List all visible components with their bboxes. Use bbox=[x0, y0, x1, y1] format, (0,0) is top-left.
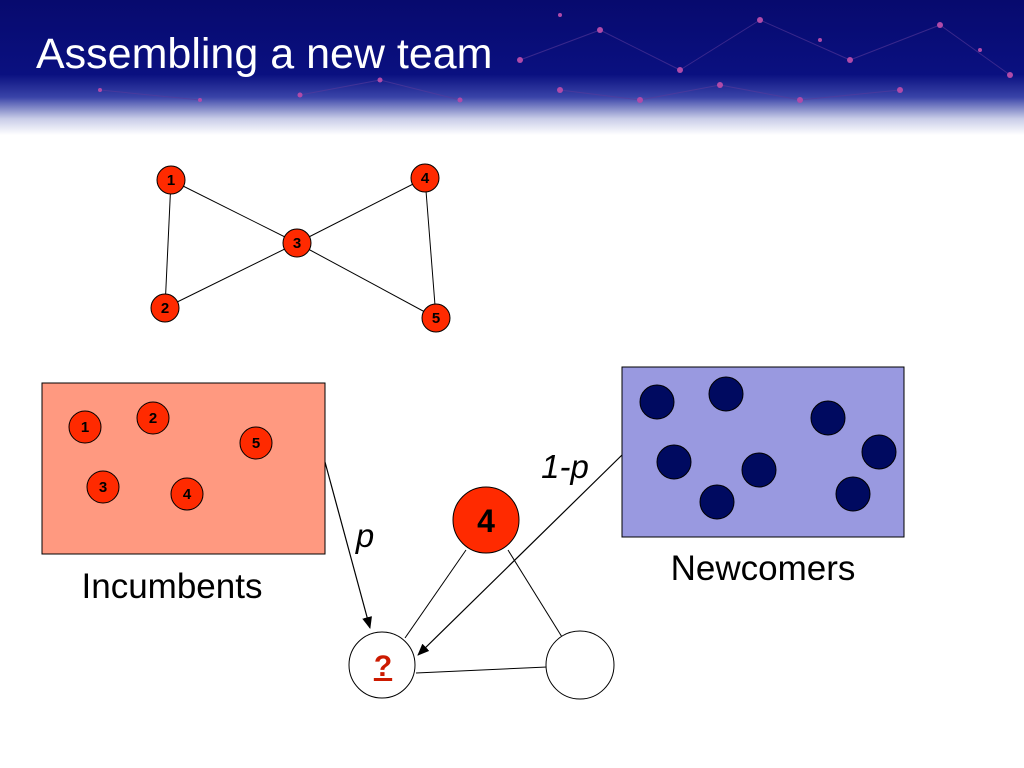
network-node-1-label: 1 bbox=[167, 172, 175, 189]
newcomer-probability: 1-p bbox=[541, 448, 589, 485]
slide-title: Assembling a new team bbox=[36, 30, 493, 78]
header-network-decoration bbox=[98, 13, 1013, 103]
incumbent-node-1-label: 1 bbox=[81, 419, 89, 436]
newcomer-node bbox=[741, 452, 777, 488]
edge-3-4 bbox=[296, 177, 426, 244]
newcomer-node bbox=[656, 444, 692, 480]
team-selected-node-label: 4 bbox=[477, 503, 495, 539]
network-node-2: 2 bbox=[150, 293, 180, 323]
incumbent-node-1: 1 bbox=[68, 410, 102, 444]
incumbent-node-3: 3 bbox=[86, 470, 120, 504]
incumbents-label: Incumbents bbox=[82, 567, 263, 606]
newcomers-pool bbox=[621, 366, 905, 538]
network-edges bbox=[164, 177, 437, 319]
edge-2-3 bbox=[164, 242, 298, 309]
network-node-5: 5 bbox=[421, 303, 451, 333]
incumbent-node-2-label: 2 bbox=[149, 410, 157, 427]
network-node-2-label: 2 bbox=[161, 300, 169, 317]
newcomer-node bbox=[639, 384, 675, 420]
incumbent-node-4-label: 4 bbox=[183, 486, 192, 503]
team-edges bbox=[404, 549, 563, 674]
newcomer-node bbox=[835, 476, 871, 512]
newcomer-node bbox=[699, 484, 735, 520]
network-node-5-label: 5 bbox=[432, 310, 440, 327]
team-empty-node bbox=[545, 630, 615, 700]
incumbent-node-5-label: 5 bbox=[252, 435, 260, 452]
edge-3-5 bbox=[296, 242, 437, 319]
network-nodes: 1 2 3 4 5 bbox=[150, 163, 451, 333]
network-node-1: 1 bbox=[156, 165, 186, 195]
newcomer-node bbox=[708, 376, 744, 412]
incumbent-node-4: 4 bbox=[170, 477, 204, 511]
incumbent-probability: p bbox=[355, 517, 374, 554]
edge-1-2 bbox=[164, 179, 172, 309]
edge-4-5 bbox=[424, 177, 437, 319]
newcomer-node bbox=[810, 400, 846, 436]
edge-1-3 bbox=[170, 179, 298, 244]
network-node-3: 3 bbox=[282, 228, 312, 258]
incumbent-node-3-label: 3 bbox=[99, 479, 107, 496]
incumbent-node-5: 5 bbox=[239, 426, 273, 460]
incumbent-node-2: 2 bbox=[136, 401, 170, 435]
incumbent-arrow bbox=[324, 461, 372, 629]
newcomers-label: Newcomers bbox=[671, 549, 856, 588]
team-selected-node: 4 bbox=[452, 486, 520, 554]
network-node-3-label: 3 bbox=[293, 235, 301, 252]
network-node-4-label: 4 bbox=[421, 170, 430, 187]
question-mark-label: ? bbox=[374, 650, 392, 683]
team-unknown-node: ? bbox=[348, 631, 416, 699]
newcomer-arrow bbox=[417, 454, 623, 656]
incumbents-pool: 1 2 5 3 4 bbox=[41, 382, 326, 555]
network-node-4: 4 bbox=[410, 163, 440, 193]
newcomer-node bbox=[861, 434, 897, 470]
slide-header: Assembling a new team bbox=[0, 0, 1024, 135]
